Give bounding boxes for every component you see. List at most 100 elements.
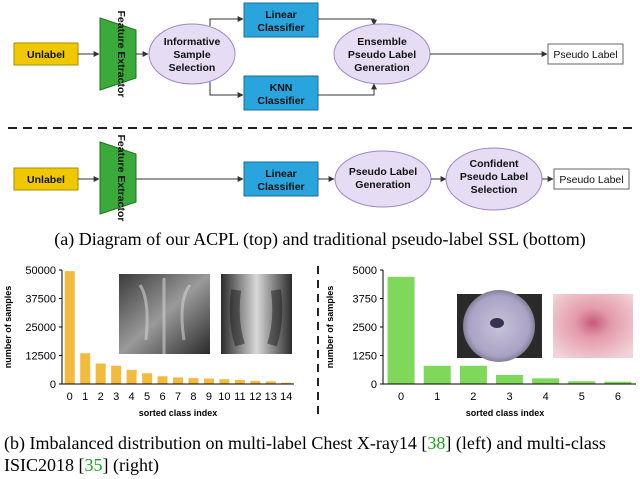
arrow xyxy=(209,82,244,98)
bar-class-5 xyxy=(568,381,596,384)
x-tick-label: 12 xyxy=(249,391,261,403)
top-diagram: Unlabel Feature Extractor Informative Sa… xyxy=(13,2,624,111)
bar-class-1 xyxy=(423,365,451,384)
bar-class-7 xyxy=(173,377,183,384)
bottom-feature-extractor-label: Feature Extractor xyxy=(115,135,127,222)
x-tick-label: 4 xyxy=(543,391,549,403)
y-tick-label: 3750 xyxy=(353,294,377,306)
bottom-pseudo-line2: Generation xyxy=(355,179,410,191)
y-tick-label: 0 xyxy=(371,379,377,391)
arrow xyxy=(209,16,244,26)
x-tick-label: 0 xyxy=(398,391,404,403)
y-tick-label: 5000 xyxy=(353,265,377,277)
bar-class-10 xyxy=(219,379,230,384)
x-tick-label: 5 xyxy=(579,391,585,403)
citation-link-35[interactable]: 35 xyxy=(84,455,103,475)
x-tick-label: 3 xyxy=(113,391,119,403)
x-tick-label: 11 xyxy=(234,391,245,403)
x-axis-label: sorted class index xyxy=(466,408,545,418)
bottom-output-box xyxy=(553,168,630,190)
bar-class-4 xyxy=(532,378,560,384)
bottom-unlabel-label: Unlabel xyxy=(27,174,65,186)
top-unlabel-label: Unlabel xyxy=(27,49,65,61)
x-tick-label: 8 xyxy=(190,391,196,403)
x-tick-label: 4 xyxy=(129,391,135,403)
xray-lungs-decoration xyxy=(229,289,283,347)
top-feature-extractor-label: Feature Extractor xyxy=(115,11,127,98)
x-tick-label: 14 xyxy=(280,391,292,403)
bar-class-13 xyxy=(265,381,276,384)
bar-class-1 xyxy=(80,353,91,384)
y-tick-label: 25000 xyxy=(25,322,56,334)
lesion-decoration xyxy=(490,318,504,328)
x-tick-label: 3 xyxy=(506,391,512,403)
caption-a: (a) Diagram of our ACPL (top) and tradit… xyxy=(54,229,586,249)
x-tick-label: 2 xyxy=(98,391,104,403)
arrow xyxy=(318,83,377,96)
top-linear-classifier-box xyxy=(243,2,319,38)
x-tick-label: 1 xyxy=(82,391,88,403)
x-tick-label: 6 xyxy=(615,391,621,403)
bar-class-9 xyxy=(203,378,214,384)
bottom-pseudo-line1: Pseudo Label xyxy=(349,166,417,178)
y-tick-label: 50000 xyxy=(25,265,56,277)
x-tick-label: 5 xyxy=(144,391,150,403)
x-tick-label: 10 xyxy=(218,391,230,403)
bar-class-2 xyxy=(95,363,106,384)
x-tick-label: 0 xyxy=(67,391,73,403)
bottom-linear-line2: Classifier xyxy=(257,181,304,193)
y-tick-label: 37500 xyxy=(25,294,56,306)
x-axis-label: sorted class index xyxy=(139,408,218,418)
x-tick-label: 6 xyxy=(159,391,165,403)
caption-b-text-3: ] (right) xyxy=(102,455,159,475)
y-axis-label: number of samples xyxy=(325,286,335,369)
bottom-confident-line3: Selection xyxy=(471,184,518,196)
top-knn-classifier-box xyxy=(243,75,319,111)
bottom-feature-extractor-trapezoid xyxy=(99,141,137,215)
bottom-confident-line1: Confident xyxy=(470,158,519,170)
top-informative-selection-ellipse xyxy=(148,23,236,85)
top-output-label: Pseudo Label xyxy=(553,49,617,61)
bar-class-6 xyxy=(157,376,168,384)
x-tick-label: 1 xyxy=(434,391,440,403)
bottom-confident-line2: Pseudo Label xyxy=(460,171,528,183)
top-ensemble-line1: Ensemble xyxy=(357,36,407,48)
bar-class-12 xyxy=(250,380,261,384)
y-axis-label: number of samples xyxy=(3,286,13,369)
bar-class-14 xyxy=(281,382,292,384)
x-tick-label: 7 xyxy=(175,391,181,403)
x-tick-label: 9 xyxy=(206,391,212,403)
top-linear-line2: Classifier xyxy=(257,22,304,34)
y-tick-label: 2500 xyxy=(353,322,377,334)
bar-class-0 xyxy=(387,276,415,384)
bar-class-0 xyxy=(64,271,75,384)
bar-class-2 xyxy=(459,365,487,384)
bottom-diagram: Unlabel Feature Extractor Linear Classif… xyxy=(13,135,630,222)
y-tick-label: 1250 xyxy=(353,351,377,363)
arrow xyxy=(318,18,377,26)
bar-class-3 xyxy=(111,365,122,384)
y-tick-label: 0 xyxy=(50,379,56,391)
caption-b-text-2: ] (left) and multi-class ISIC2018 [ xyxy=(4,433,606,475)
top-informative-line3: Selection xyxy=(169,62,216,74)
dermoscopy-image-2 xyxy=(553,294,633,358)
caption-b: (b) Imbalanced distribution on multi-lab… xyxy=(4,432,636,476)
top-output-box xyxy=(547,43,624,65)
xray-ribs-decoration xyxy=(138,278,192,354)
x-tick-label: 13 xyxy=(265,391,277,403)
top-knn-line1: KNN xyxy=(270,82,293,94)
bar-class-4 xyxy=(126,369,137,384)
citation-link-38[interactable]: 38 xyxy=(427,433,446,453)
top-informative-line1: Informative xyxy=(164,36,221,48)
top-ensemble-line3: Generation xyxy=(354,62,409,74)
bar-class-6 xyxy=(604,381,632,384)
bar-class-8 xyxy=(188,378,199,384)
bottom-output-label: Pseudo Label xyxy=(559,174,623,186)
top-ensemble-line2: Pseudo Label xyxy=(348,49,416,61)
caption-b-text-1: (b) Imbalanced distribution on multi-lab… xyxy=(4,433,428,453)
y-tick-label: 12500 xyxy=(25,351,56,363)
top-informative-line2: Sample xyxy=(173,49,211,61)
top-knn-line2: Classifier xyxy=(257,95,304,107)
top-linear-line1: Linear xyxy=(265,9,297,21)
